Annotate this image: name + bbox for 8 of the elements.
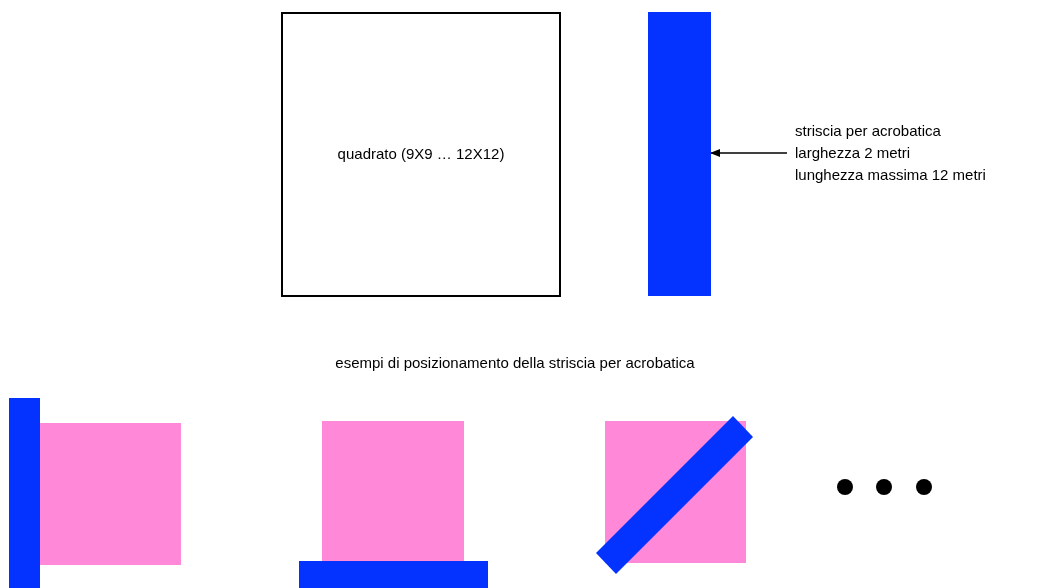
section-caption: esempi di posizionamento della striscia per acrobatica (334, 353, 696, 373)
annotation-text: lunghezza massima 12 metri (795, 165, 987, 185)
annotation-text: striscia per acrobatica (795, 121, 942, 141)
arrow (710, 149, 788, 157)
strip-bar (648, 12, 711, 296)
box-label: quadrato (9X9 … 12X12) (337, 144, 505, 165)
annotation-text: larghezza 2 metri (795, 143, 912, 163)
square-box (281, 12, 561, 297)
